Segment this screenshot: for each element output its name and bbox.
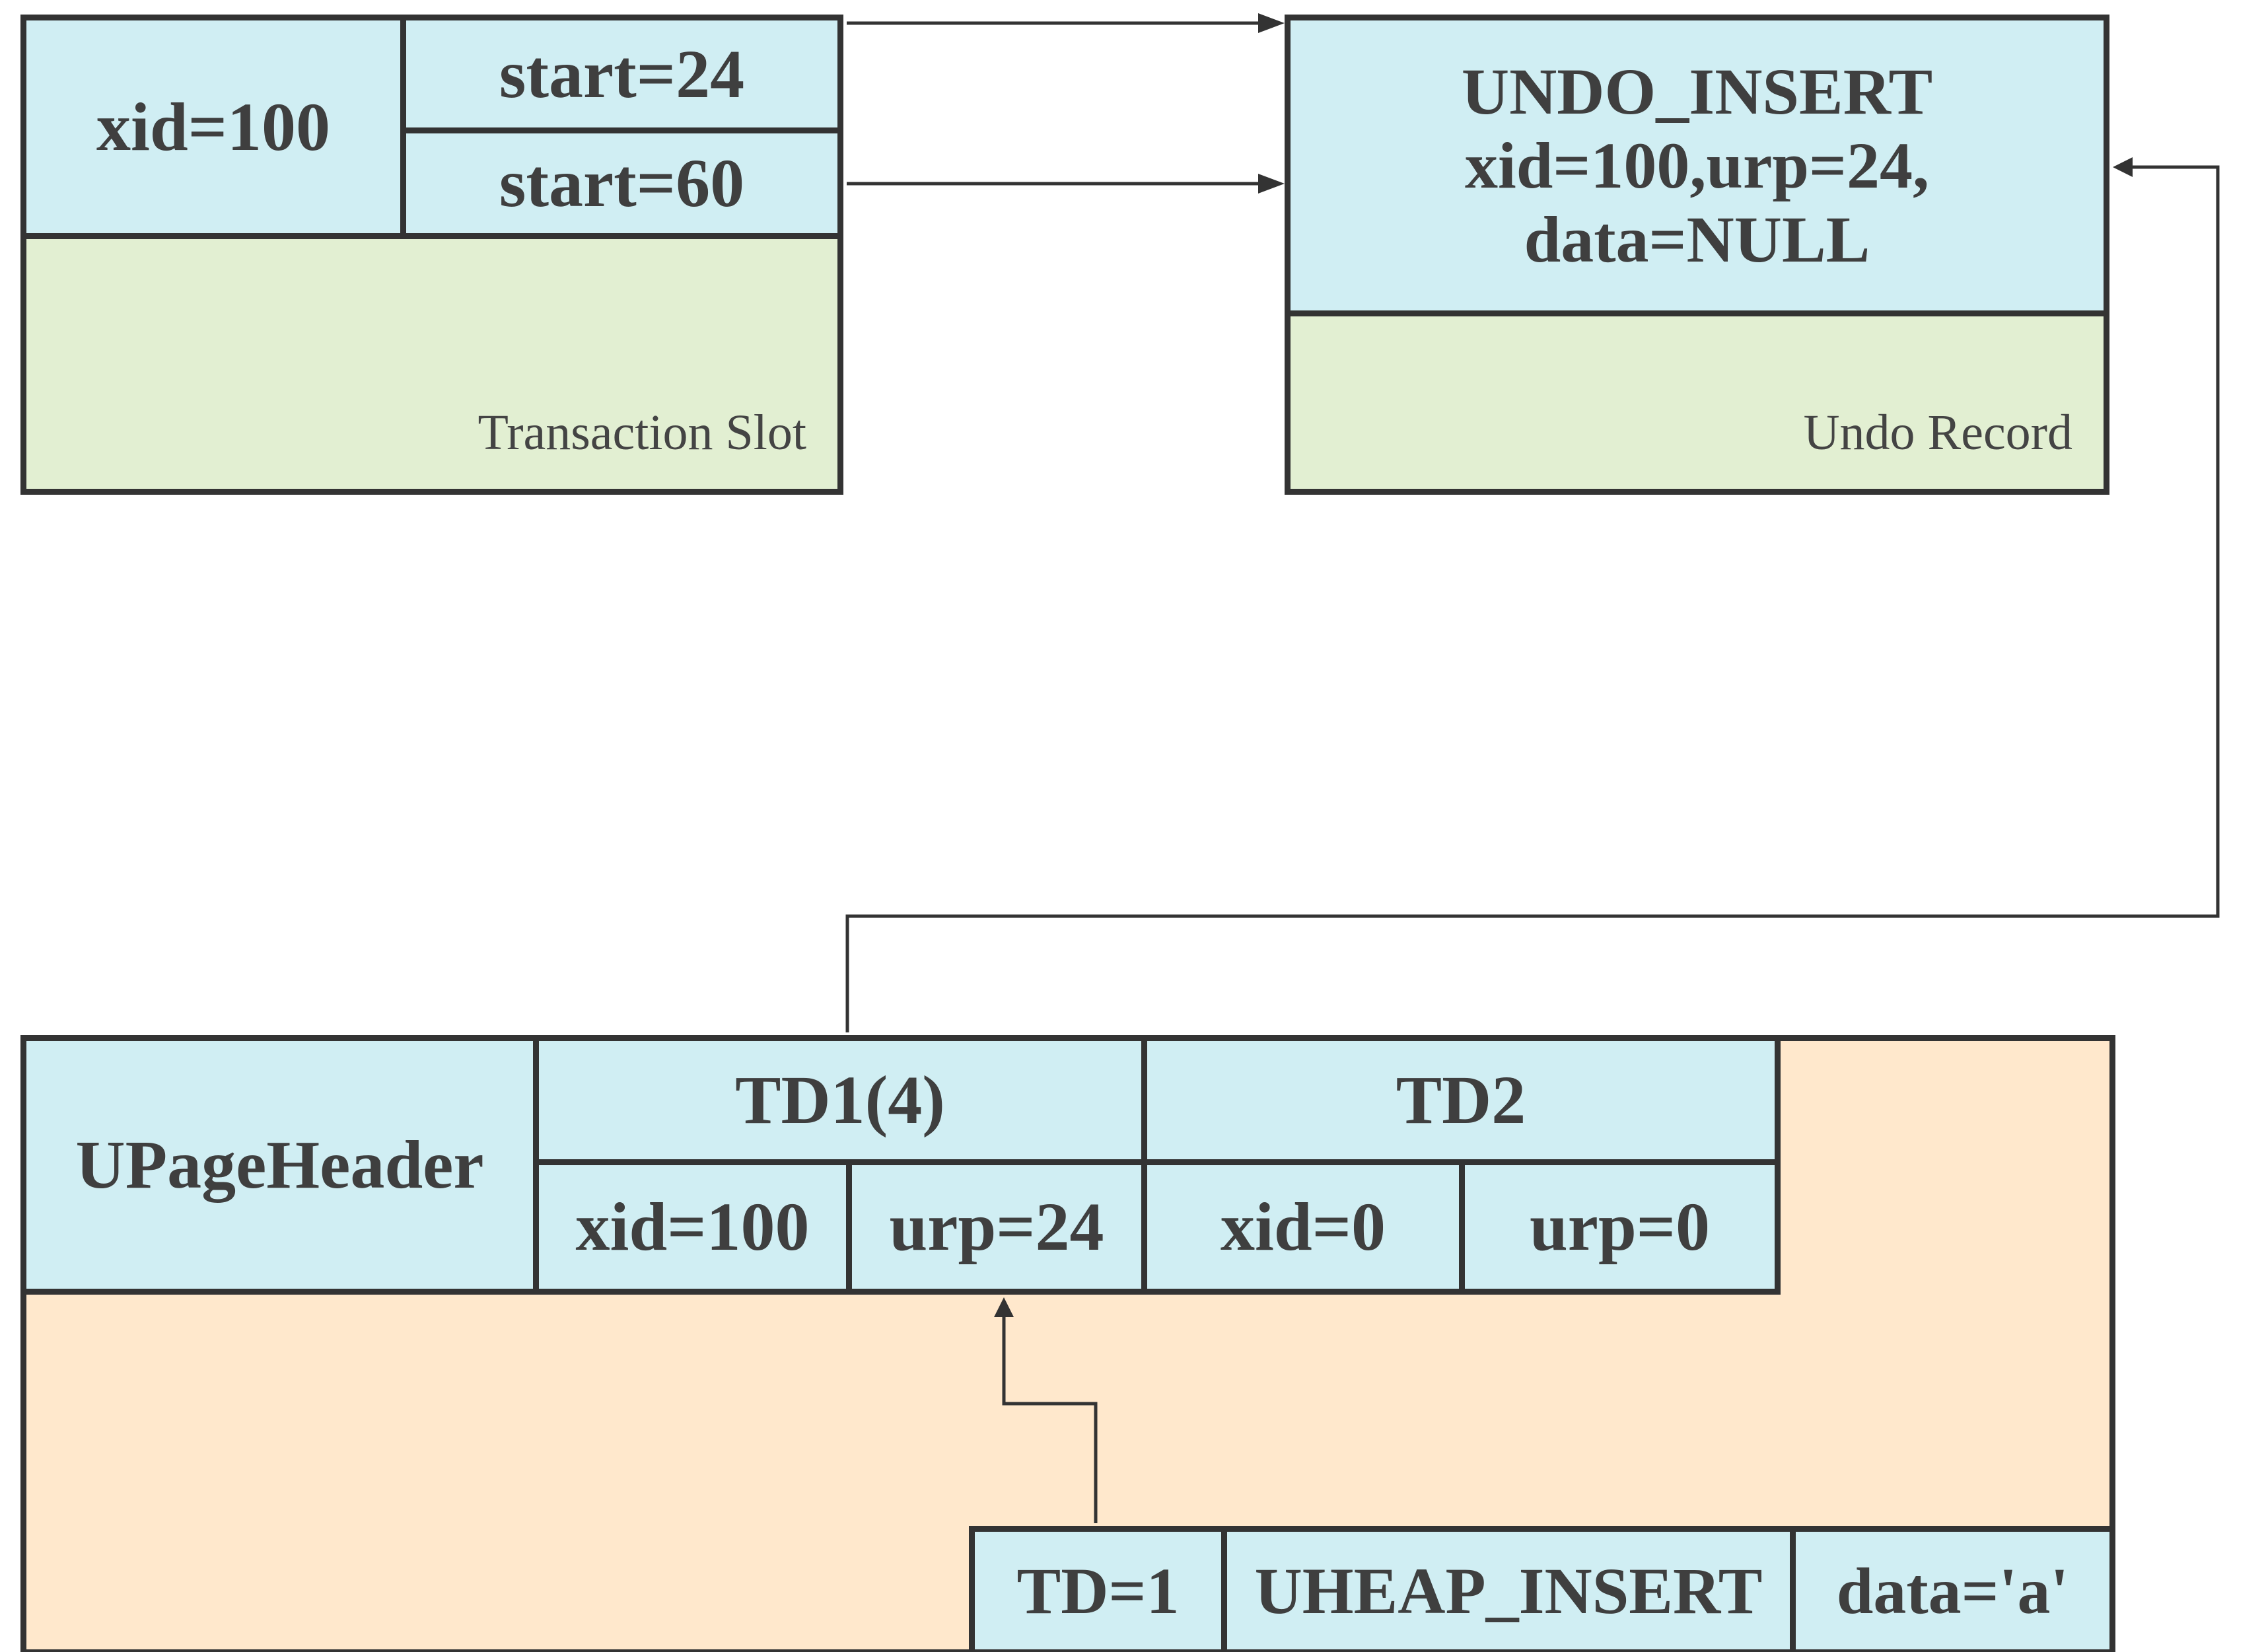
undo-record-type: UNDO_INSERT (1461, 54, 1933, 128)
arrowhead-td1-undo (2113, 157, 2133, 177)
td2-title: TD2 (1141, 1035, 1781, 1165)
transaction-slot-start-60: start=60 (400, 127, 843, 239)
td2-xid: xid=0 (1141, 1159, 1465, 1295)
arrowhead-start24 (1258, 13, 1285, 33)
transaction-slot-xid: xid=100 (20, 15, 406, 239)
arrow-tuple-to-td1 (1002, 1314, 1098, 1523)
undo-record-data: data=NULL (1524, 202, 1870, 276)
td1-urp: urp=24 (846, 1159, 1147, 1295)
transaction-slot-label: Transaction Slot (478, 405, 806, 460)
upage-header: UPageHeader (20, 1035, 539, 1295)
arrowhead-tuple-td1 (994, 1297, 1014, 1317)
td1-xid: xid=100 (533, 1159, 852, 1295)
undo-record-xid-urp: xid=100,urp=24, (1465, 128, 1929, 202)
tuple-op: UHEAP_INSERT (1221, 1526, 1796, 1652)
undo-record-label: Undo Record (1803, 405, 2072, 460)
arrowhead-start60 (1258, 174, 1285, 194)
tuple-td: TD=1 (969, 1526, 1227, 1652)
arrow-td1-to-undo (845, 165, 2220, 1032)
undo-record-content: UNDO_INSERT xid=100,urp=24, data=NULL (1285, 15, 2109, 316)
td2-urp: urp=0 (1459, 1159, 1781, 1295)
transaction-slot-start-24: start=24 (400, 15, 843, 133)
tuple-data: data='a' (1790, 1526, 2115, 1652)
